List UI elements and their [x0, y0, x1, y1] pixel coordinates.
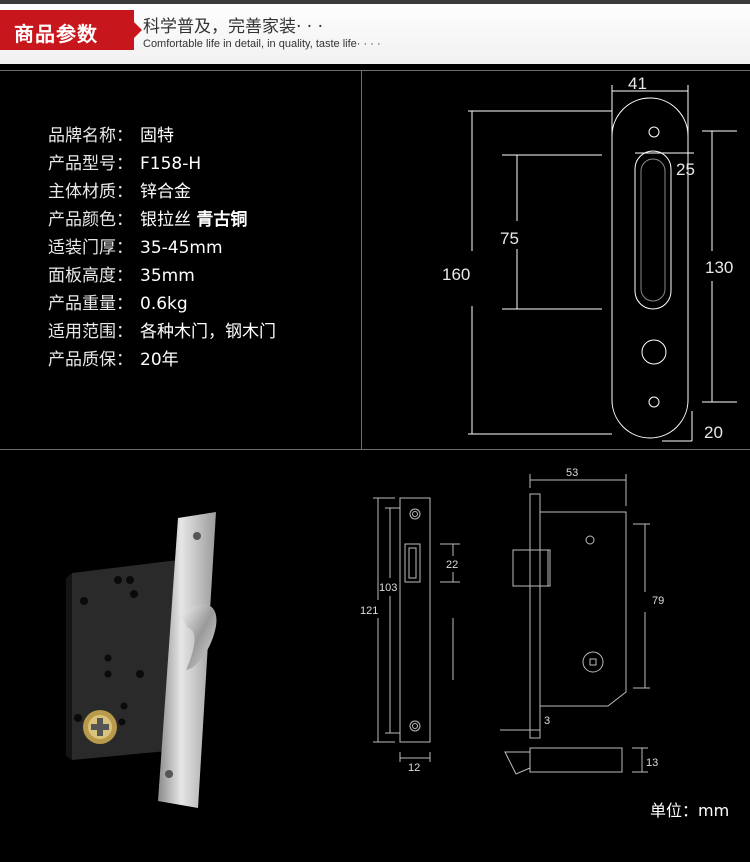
- dim-bolt: 13: [646, 757, 658, 769]
- section-tag: 商品参数: [0, 10, 134, 50]
- dim-lip: 3: [544, 715, 550, 727]
- spec-value: F158-H: [140, 154, 202, 174]
- lock-bolt-side: [504, 751, 531, 775]
- plate-recess: [634, 150, 672, 310]
- product-photo: [66, 512, 217, 808]
- spec-label: 品牌名称：: [48, 126, 133, 146]
- spec-row-door-thickness: 适装门厚： 35-45mm: [48, 234, 276, 262]
- dim-face-inner: 103: [379, 582, 397, 594]
- spec-row-brand: 品牌名称： 固特: [48, 122, 276, 150]
- dim-face-height: 121: [360, 605, 378, 617]
- dim-body-height: 79: [652, 595, 664, 607]
- spec-row-model: 产品型号： F158-H: [48, 150, 276, 178]
- spec-row-weight: 产品重量： 0.6kg: [48, 290, 276, 318]
- spec-label: 产品质保：: [48, 350, 133, 370]
- spec-divider: [361, 71, 362, 449]
- header-top-line: [0, 0, 750, 4]
- dim-face-width: 12: [408, 762, 420, 774]
- plate-dimension-drawing: 41 25 75 160 130 20: [442, 74, 737, 442]
- spec-value: 锌合金: [140, 182, 191, 202]
- dim-recess-width: 25: [676, 160, 695, 179]
- spec-value: 20年: [140, 350, 179, 370]
- plate-bottom-hole: [648, 396, 660, 408]
- header-banner: 商品参数 科学普及，完善家装· · · Comfortable life in …: [0, 0, 750, 64]
- dim-hole-span: 130: [705, 258, 733, 277]
- dim-backset: 53: [566, 467, 578, 479]
- dim-plate-width: 41: [628, 74, 647, 93]
- spec-value: 银拉丝: [140, 210, 191, 230]
- spec-value: 各种木门，钢木门: [140, 322, 276, 342]
- lock-body: [72, 560, 178, 760]
- slogan-chinese: 科学普及，完善家装· · ·: [143, 17, 324, 37]
- section-tag-label: 商品参数: [14, 22, 98, 46]
- spec-label: 适装门厚：: [48, 238, 133, 258]
- lock-side-body: [539, 511, 627, 707]
- dim-total-height: 160: [442, 265, 470, 284]
- faceplate-front: [399, 497, 431, 743]
- lock-side-faceplate: [529, 493, 541, 739]
- dim-bottom-offset: 20: [704, 423, 723, 442]
- spec-row-panel-height: 面板高度： 35mm: [48, 262, 276, 290]
- slogan-english: Comfortable life in detail, in quality, …: [143, 38, 381, 50]
- plate-key-hole: [641, 339, 667, 365]
- spec-label: 产品颜色：: [48, 210, 133, 230]
- dim-latch: 22: [446, 559, 458, 571]
- spec-label: 主体材质：: [48, 182, 133, 202]
- lock-hook: [181, 604, 217, 670]
- spec-label: 面板高度：: [48, 266, 133, 286]
- spec-frame: [0, 70, 750, 450]
- unit-label: 单位：mm: [650, 801, 730, 820]
- spec-value: 35-45mm: [140, 238, 223, 258]
- spec-label: 产品重量：: [48, 294, 133, 314]
- spec-value: 固特: [140, 126, 174, 146]
- section-tag-arrow: [134, 22, 142, 38]
- spec-value: 35mm: [140, 266, 195, 286]
- spec-label: 适用范围：: [48, 322, 133, 342]
- spec-value: 0.6kg: [140, 294, 188, 314]
- spec-row-material: 主体材质： 锌合金: [48, 178, 276, 206]
- plate-top-hole: [648, 126, 660, 138]
- spec-label: 产品型号：: [48, 154, 133, 174]
- spec-value-extra: 青古铜: [196, 210, 248, 230]
- spec-row-usage: 适用范围： 各种木门，钢木门: [48, 318, 276, 346]
- lock-faceplate: [158, 512, 216, 808]
- dim-recess-height: 75: [500, 229, 519, 248]
- spec-row-warranty: 产品质保： 20年: [48, 346, 276, 374]
- lock-dimension-drawing: 121 103 22 12 53 79 3 13: [360, 467, 664, 775]
- plate-outline: [611, 97, 689, 439]
- spec-list: 品牌名称： 固特 产品型号： F158-H 主体材质： 锌合金 产品颜色： 银拉丝 青古…: [48, 122, 276, 374]
- spec-row-color: 产品颜色： 银拉丝 青古铜: [48, 206, 276, 234]
